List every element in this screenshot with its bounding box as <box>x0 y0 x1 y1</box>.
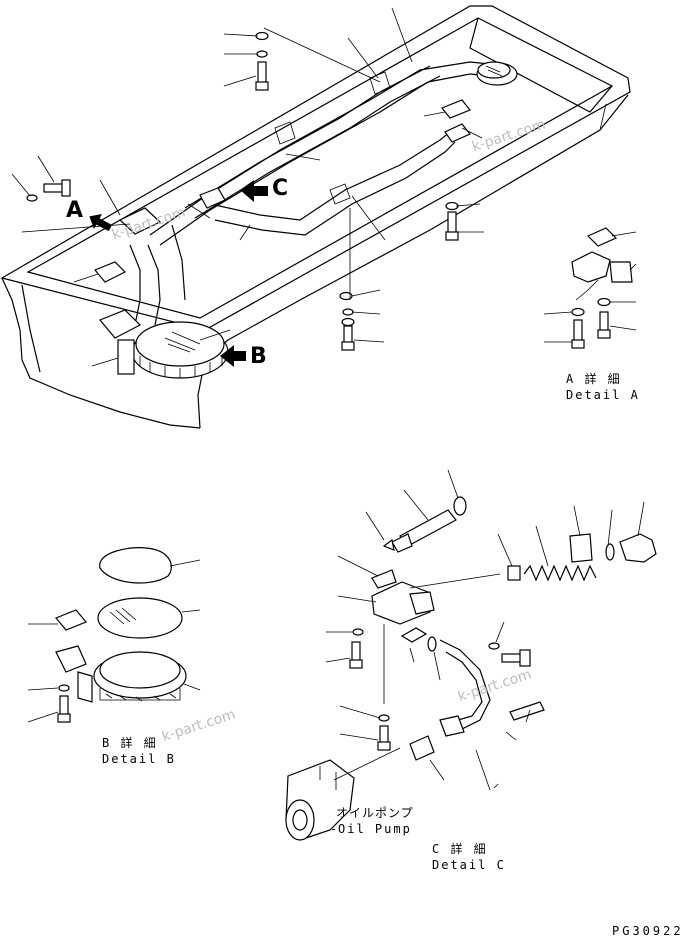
leader-lines-b <box>27 559 201 723</box>
detail-c-drawing <box>285 496 657 841</box>
detail-b-en: Detail B <box>102 752 176 766</box>
oil-pump-jp: オイルポンプ <box>336 806 414 820</box>
detail-b-drawing <box>55 547 187 723</box>
leader-lines-top <box>11 7 484 367</box>
detail-b-jp: B 詳 細 <box>102 736 158 750</box>
leader-lines-a <box>543 231 637 343</box>
clip-3 <box>329 183 351 205</box>
oil-pump-en: Oil Pump <box>338 822 412 836</box>
clip-2 <box>274 121 296 145</box>
detail-c-en: Detail C <box>432 858 506 872</box>
detail-a-en: Detail A <box>566 388 640 402</box>
leader-lines-c <box>325 469 645 791</box>
drawing-number: PG30922 <box>612 924 684 938</box>
oil-pump-en-prefix: - <box>330 822 340 836</box>
breather-cap <box>476 61 518 86</box>
callout-b: B <box>250 344 267 369</box>
callout-arrows <box>89 180 268 367</box>
callout-a: A <box>66 198 84 223</box>
detail-c-jp: C 詳 細 <box>432 842 488 856</box>
clip-1 <box>369 71 391 95</box>
detail-a-drawing <box>571 227 633 349</box>
oil-pipes <box>129 61 491 326</box>
callout-c: C <box>272 176 289 201</box>
detail-a-jp: A 詳 細 <box>566 372 622 386</box>
pipe-flanges <box>94 99 471 375</box>
strainer-main <box>131 321 229 379</box>
